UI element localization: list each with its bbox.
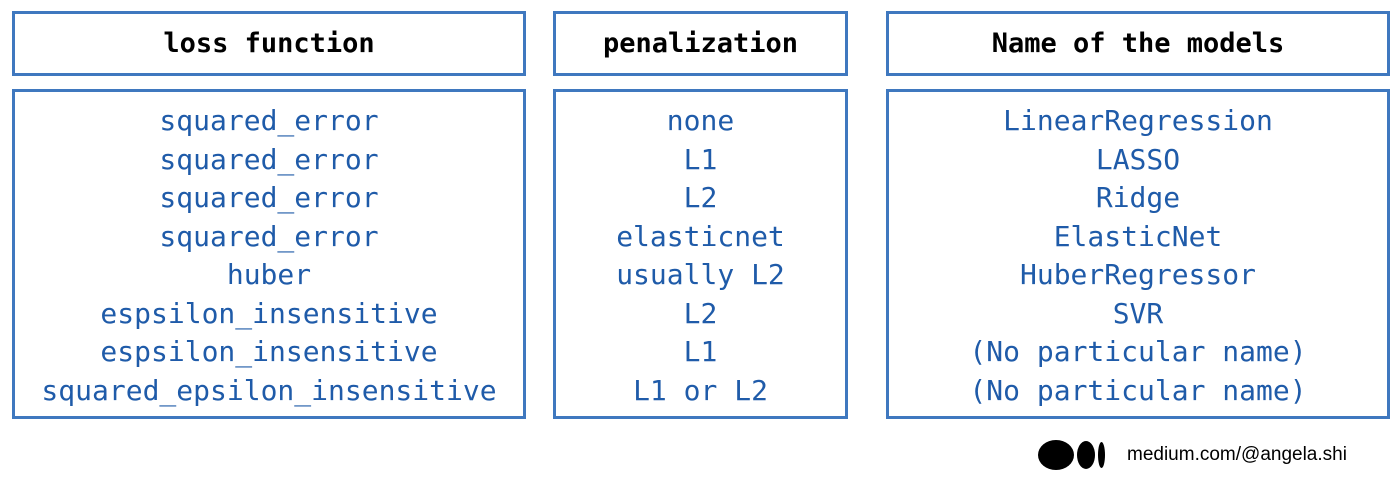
penalty-cell: none	[666, 104, 735, 137]
loss-cell: squared_error	[159, 219, 379, 253]
loss-cell: squared_error	[159, 181, 379, 214]
model-cell: SVR	[1112, 296, 1164, 330]
model-cell: ElasticNet	[1053, 219, 1223, 253]
medium-logo-icon	[1038, 440, 1105, 470]
loss-cell: squared_error	[159, 142, 379, 176]
loss-cell: squared_error	[159, 104, 379, 137]
loss-function-column: squared_error squared_error squared_erro…	[12, 89, 526, 419]
loss-cell: huber	[226, 258, 312, 291]
penalty-cell: L1 or L2	[633, 373, 768, 407]
model-cell: Ridge	[1095, 181, 1181, 214]
loss-function-header: loss function	[12, 11, 526, 76]
penalization-header: penalization	[553, 11, 848, 76]
penalization-header-label: penalization	[602, 28, 799, 59]
penalty-cell: L2	[683, 296, 718, 330]
penalty-cell: elasticnet	[616, 219, 785, 253]
penalty-cell: L1	[683, 142, 718, 176]
loss-cell: espsilon_insensitive	[100, 335, 438, 368]
model-names-header: Name of the models	[886, 11, 1390, 76]
model-names-column: LinearRegression LASSO Ridge ElasticNet …	[886, 89, 1390, 419]
penalty-cell: usually L2	[616, 258, 785, 291]
model-cell: (No particular name)	[969, 335, 1307, 368]
penalty-cell: L2	[683, 181, 718, 214]
loss-cell: squared_epsilon_insensitive	[41, 373, 497, 407]
model-cell: (No particular name)	[969, 373, 1307, 407]
model-cell: HuberRegressor	[1019, 258, 1256, 291]
loss-cell: espsilon_insensitive	[100, 296, 438, 330]
footer-credit: medium.com/@angela.shi	[1038, 438, 1347, 472]
penalty-cell: L1	[683, 335, 718, 368]
loss-function-header-label: loss function	[163, 28, 375, 59]
credit-text: medium.com/@angela.shi	[1127, 444, 1347, 465]
model-names-header-label: Name of the models	[991, 28, 1285, 59]
penalization-column: none L1 L2 elasticnet usually L2 L2 L1 L…	[553, 89, 848, 419]
model-cell: LinearRegression	[1003, 104, 1273, 137]
model-cell: LASSO	[1095, 142, 1181, 176]
